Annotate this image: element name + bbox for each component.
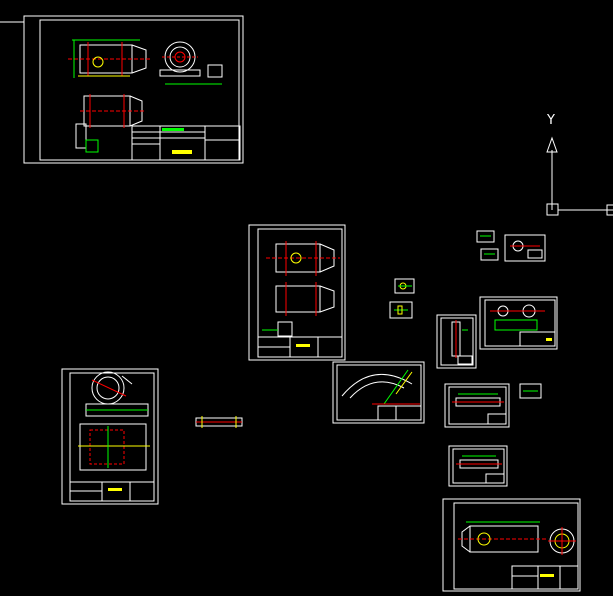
drawing-sheet-gear-assembly[interactable] [61,368,159,505]
front-view [68,39,150,78]
title-block [131,125,241,161]
part-shaft[interactable] [195,416,243,428]
drawing-sheet-drum-shell[interactable] [442,498,581,592]
drawing-sheet-ring-gear[interactable] [332,361,425,424]
part-gear-pair[interactable] [479,296,558,350]
part-axle-long[interactable] [444,383,510,428]
ucs-y-axis-label: Y [547,113,555,128]
part-key[interactable] [476,230,495,243]
part-washer[interactable] [480,248,499,261]
part-axle-short[interactable] [448,445,508,487]
ucs-icon [546,136,613,216]
part-shaft-vertical[interactable] [436,314,477,369]
part-nut[interactable] [519,383,542,399]
part-bracket-small[interactable] [394,278,415,294]
drawing-sheet-dryer-assembly[interactable] [23,15,244,164]
drawing-sheet-cylinder[interactable] [248,224,346,361]
part-bearing-seat[interactable] [504,234,546,262]
part-pin[interactable] [389,301,413,319]
top-view [75,94,145,153]
side-view [159,41,223,85]
